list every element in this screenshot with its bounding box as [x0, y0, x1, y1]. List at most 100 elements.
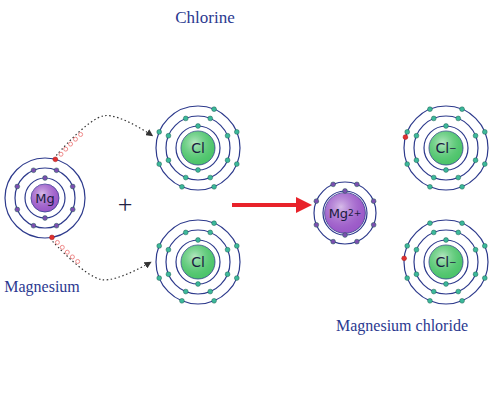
electron-shell	[424, 240, 468, 284]
electron	[208, 230, 213, 235]
electron	[431, 230, 436, 235]
electron-trail	[55, 240, 59, 244]
electron	[444, 238, 449, 243]
electron-trail	[69, 142, 73, 146]
atom-node: Mg	[2, 155, 88, 241]
electron	[331, 239, 336, 244]
element-symbol: Cl	[191, 255, 205, 269]
electron	[225, 272, 230, 277]
electron	[208, 116, 213, 121]
electron	[473, 133, 478, 138]
electron	[405, 244, 410, 249]
electron	[354, 182, 359, 187]
electron-shell	[414, 230, 478, 294]
electron	[482, 244, 487, 249]
electron	[343, 233, 348, 238]
electron	[405, 130, 410, 135]
ion-charge: −	[449, 258, 457, 267]
electron	[54, 223, 59, 228]
label: Magnesium	[4, 278, 80, 296]
electron	[196, 238, 201, 243]
electron-trail	[65, 250, 69, 254]
electron	[428, 107, 433, 112]
electron-trail	[60, 245, 64, 249]
electron-trail	[64, 147, 68, 151]
electron	[50, 235, 55, 240]
electron	[428, 221, 433, 226]
gained-electron	[403, 135, 408, 140]
electron	[43, 176, 48, 181]
electron	[414, 247, 419, 252]
electron	[196, 282, 201, 287]
electron	[157, 162, 162, 167]
electron	[157, 244, 162, 249]
electron	[70, 184, 75, 189]
electron	[456, 116, 461, 121]
ion-charge: 2+	[348, 209, 361, 218]
electron	[473, 272, 478, 277]
electron	[225, 133, 230, 138]
reaction-arrow	[232, 203, 298, 207]
element-symbol: Cl	[191, 141, 205, 155]
electron-shell	[156, 106, 240, 190]
electron-shell	[15, 168, 75, 228]
electron	[354, 239, 359, 244]
atom-node: Cl−	[401, 217, 491, 307]
electron	[183, 289, 188, 294]
electron	[183, 116, 188, 121]
nucleus	[325, 193, 366, 234]
electron	[371, 222, 376, 227]
nucleus	[181, 245, 215, 279]
electron	[371, 199, 376, 204]
electron	[414, 158, 419, 163]
electron	[444, 168, 449, 173]
element-symbol: Mg	[35, 192, 54, 205]
electron	[15, 207, 20, 212]
electron	[166, 272, 171, 277]
electron-shell	[404, 106, 488, 190]
electron	[234, 162, 239, 167]
element-symbol: Cl	[435, 255, 449, 269]
electron	[456, 289, 461, 294]
electron	[460, 107, 465, 112]
element-symbol: Mg	[329, 207, 348, 220]
electron	[43, 216, 48, 221]
electron-shell	[156, 220, 240, 304]
electron	[482, 130, 487, 135]
nucleus-shine	[181, 131, 215, 165]
electron	[196, 168, 201, 173]
electron	[405, 276, 410, 281]
electron	[208, 289, 213, 294]
electron-shell	[404, 220, 488, 304]
nucleus-shine	[181, 245, 215, 279]
nucleus-shine	[325, 193, 366, 234]
electron	[460, 221, 465, 226]
electron	[473, 247, 478, 252]
ion-charge: −	[449, 144, 457, 153]
electron	[414, 133, 419, 138]
electron	[157, 130, 162, 135]
electron	[15, 184, 20, 189]
electron	[212, 221, 217, 226]
electron	[456, 230, 461, 235]
nucleus-shine	[31, 184, 59, 212]
electron-shell	[166, 116, 230, 180]
electron	[444, 282, 449, 287]
electron-shell	[166, 230, 230, 294]
electron	[428, 298, 433, 303]
electron	[343, 189, 348, 194]
electron	[225, 158, 230, 163]
electron-trail	[59, 152, 63, 156]
electron	[53, 157, 58, 162]
electron	[183, 230, 188, 235]
nucleus	[181, 131, 215, 165]
electron	[54, 168, 59, 173]
nucleus	[429, 131, 463, 165]
electron-trail	[70, 255, 74, 259]
electron	[431, 289, 436, 294]
nucleus-shine	[429, 245, 463, 279]
electron	[70, 207, 75, 212]
electron-transfer-arrow	[53, 241, 151, 280]
electron-shell	[25, 178, 65, 218]
